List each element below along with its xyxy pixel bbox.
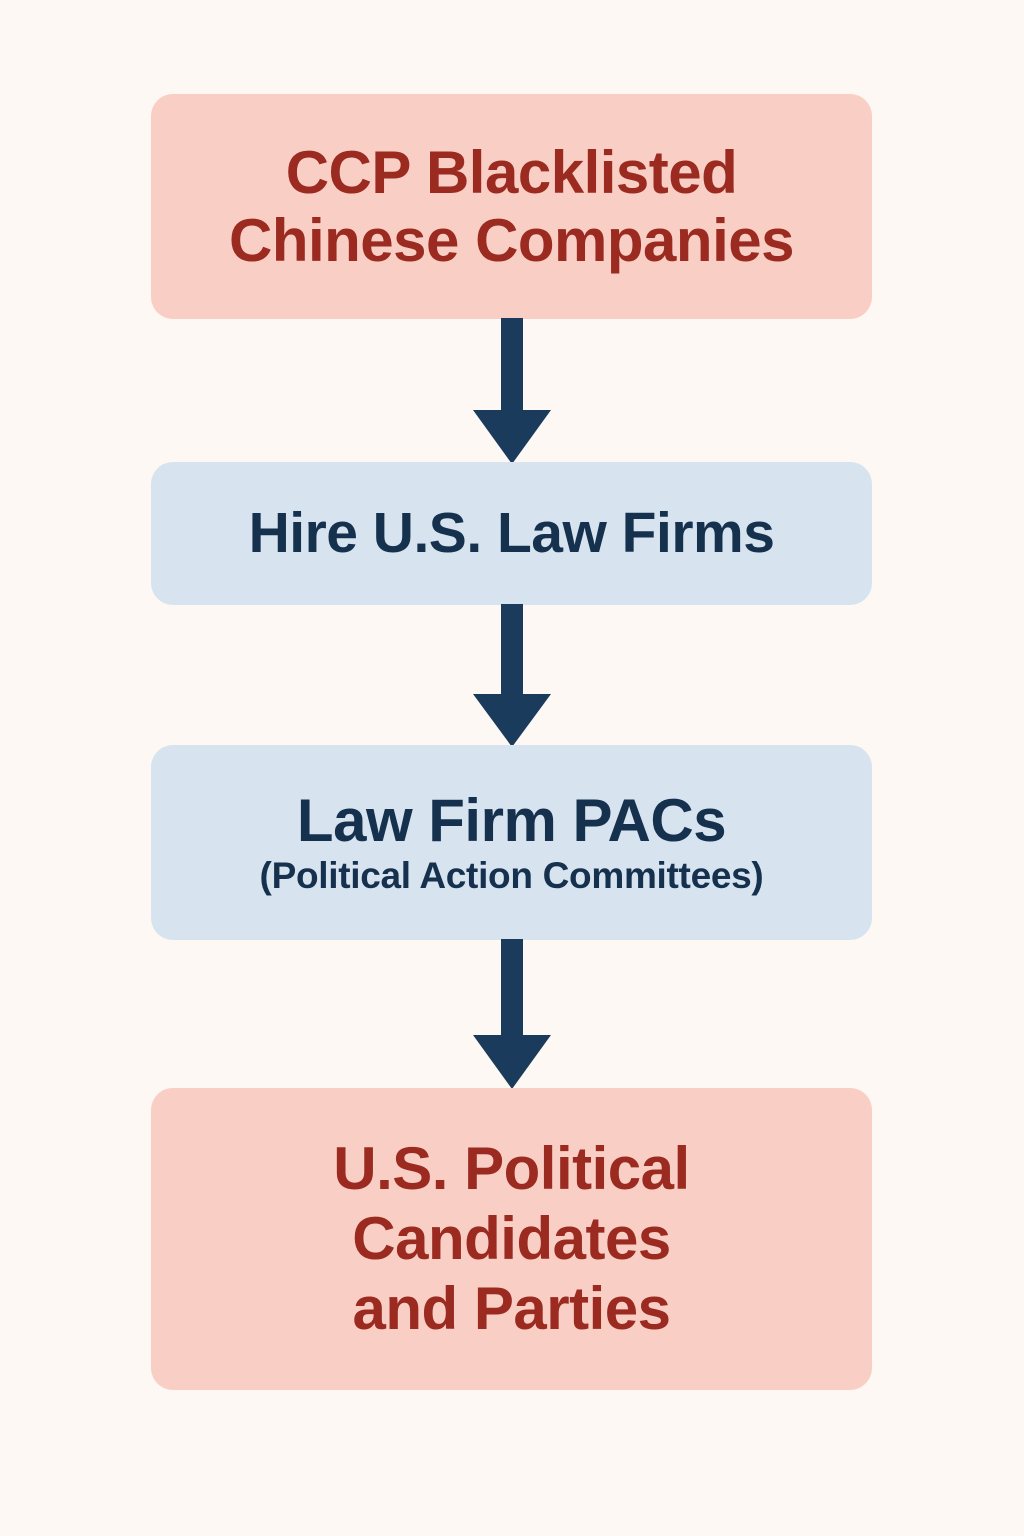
flow-node-subtitle: (Political Action Committees) (259, 854, 764, 896)
down-arrow-icon-3 (456, 939, 568, 1089)
flow-node-ccp-blacklisted-chinese-companies[interactable]: CCP Blacklisted Chinese Companies (151, 94, 872, 319)
flow-node-title: U.S. Political Candidates and Parties (333, 1134, 690, 1345)
flow-node-title-line-2: Chinese Companies (229, 206, 795, 274)
flow-node-title-line-1: U.S. Political (333, 1134, 690, 1202)
flow-node-title: Hire U.S. Law Firms (248, 501, 775, 566)
flow-node-title-line-1: CCP Blacklisted (285, 139, 738, 207)
flow-node-title: Law Firm PACs (296, 786, 727, 854)
flow-node-title-line-3: and Parties (352, 1275, 671, 1343)
flow-node-us-political-candidates-and-parties[interactable]: U.S. Political Candidates and Parties (151, 1088, 872, 1390)
flow-node-title-line-2: Candidates (352, 1204, 671, 1272)
down-arrow-icon-2 (456, 604, 568, 747)
down-arrow-icon-1 (456, 318, 568, 464)
flow-node-law-firm-pacs[interactable]: Law Firm PACs (Political Action Committe… (151, 745, 872, 940)
flow-node-hire-us-law-firms[interactable]: Hire U.S. Law Firms (151, 462, 872, 605)
flow-node-title: CCP Blacklisted Chinese Companies (229, 139, 795, 274)
